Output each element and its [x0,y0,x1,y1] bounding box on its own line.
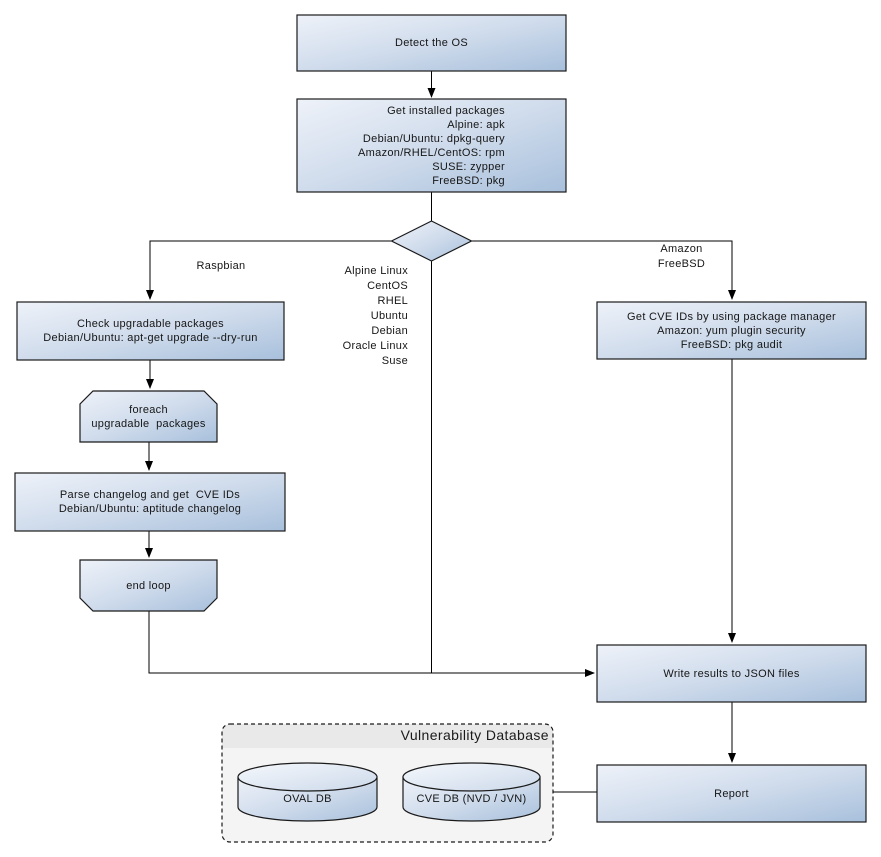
parse-changelog-node [14,472,286,532]
detect-node [296,14,567,72]
foreach-loop-node [79,390,218,443]
get-installed-node [296,98,567,193]
cve-db-cylinder-top [402,762,541,792]
vulnerability-group-title: Vulnerability Database [400,727,549,743]
edge-endloop-to-write [148,611,595,677]
check-upgradable-node [16,301,285,361]
report-node [596,764,867,823]
edge-lines [145,71,736,793]
get-cve-ids-node [596,301,867,360]
end-loop-node [79,559,218,612]
write-results-node [596,644,867,703]
edge-label-raspbian: Raspbian [196,260,246,272]
edge-label-os-list: Alpine Linux CentOS RHEL Ubuntu Debian O… [342,265,408,367]
edge-label-amazon-freebsd: Amazon FreeBSD [657,243,706,270]
edge-decision-to-getcve [471,240,736,300]
vulnerability-group-border [221,723,554,843]
decision-diamond [390,220,473,262]
vulnerability-group-header [222,724,553,748]
oval-db-cylinder-top [237,762,378,792]
edge-decision-to-check [146,240,392,300]
